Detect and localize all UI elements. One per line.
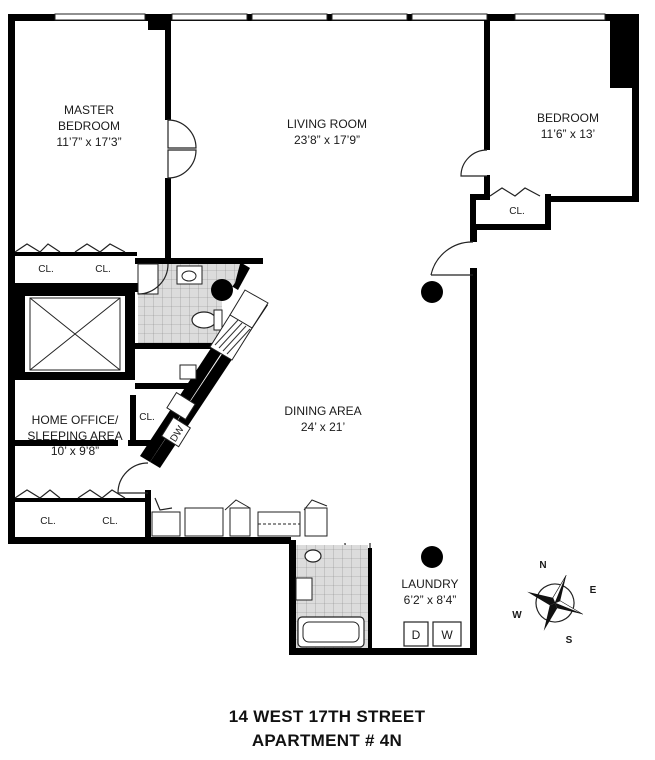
washer [432,621,462,647]
closet-label: CL. [40,516,56,527]
closet-label: CL. [102,516,118,527]
apartment-title: APARTMENT # 4N [252,731,402,750]
dining-area-dims: 24’ x 21’ [301,420,345,434]
home-office-name-1: HOME OFFICE/ [32,413,119,427]
address-title: 14 WEST 17TH STREET [229,707,426,726]
compass-n: N [539,560,546,571]
washer-label: W [441,628,453,642]
master-bedroom-dims: 11’7” x 17’3” [56,135,121,149]
closet-label: CL. [95,264,111,275]
elevator-icon [29,297,121,371]
bedroom-dims: 11’6” x 13’ [541,127,595,141]
living-room-name: LIVING ROOM [287,117,367,131]
dryer-label: D [412,628,421,642]
master-bedroom-name-1: MASTER [64,103,114,117]
kitchen: DW [161,289,269,448]
bedroom-name: BEDROOM [537,111,599,125]
compass-icon [527,575,583,631]
windows [54,13,606,21]
room-labels: MASTER BEDROOM 11’7” x 17’3” LIVING ROOM… [27,103,599,607]
bathroom-2 [295,545,372,648]
dryer [403,621,429,647]
compass-e: E [590,585,597,596]
compass-labels: N E S W [512,560,596,646]
closet-label: CL. [509,206,525,217]
laundry-name: LAUNDRY [401,577,458,591]
columns [211,279,443,568]
closet-label: CL. [38,264,54,275]
dining-area-name: DINING AREA [284,404,361,418]
home-office-name-2: SLEEPING AREA [27,429,122,443]
master-bedroom-name-2: BEDROOM [58,119,120,133]
laundry-appliances: D W [403,621,462,647]
closet-label: CL. [139,412,155,423]
compass-w: W [512,610,522,621]
compass-s: S [566,635,573,646]
closet-doors [14,187,541,511]
cabinets [151,499,328,537]
interior-walls [8,20,551,544]
stove-burners-icon [214,319,251,355]
living-room-dims: 23’8” x 17’9” [294,133,360,147]
home-office-dims: 10’ x 9’8” [51,444,99,458]
closet-labels: CL. CL. CL. CL. CL. CL. [38,206,525,527]
laundry-dims: 6’2” x 8’4” [404,593,457,607]
